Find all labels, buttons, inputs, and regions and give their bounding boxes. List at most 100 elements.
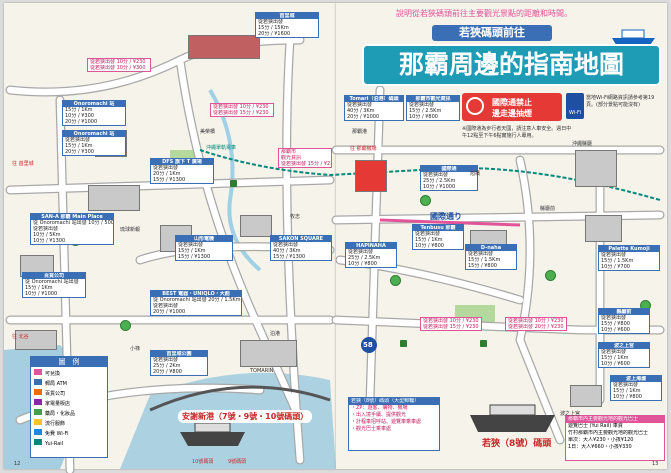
legend-item: 流行服飾 [34, 419, 104, 429]
label-to-chatan: 往 北谷 [12, 334, 29, 340]
legend-swatch [34, 399, 42, 405]
legend-swatch [34, 439, 42, 445]
bus-stop-icon [480, 340, 487, 347]
label-oroku: 小祿 [130, 346, 141, 352]
label-okinawa-pref: 沖繩縣廳 [572, 141, 593, 147]
legend-item: 可兌換 [34, 369, 104, 379]
fare-line: 單次：大人¥230・小孩¥120 [568, 437, 634, 443]
terminal-info-line: ・計程車招呼站、遊覽車乘車處 [351, 419, 422, 425]
no-smoking-line1: 國際通禁止 [492, 98, 532, 107]
terminal-building [355, 160, 387, 192]
no-smoking-icon [466, 97, 484, 115]
legend-swatch [34, 389, 42, 395]
label-wakasa-berth: 若狹（8號）碼頭 [482, 439, 552, 449]
label-berth9: 9號碼頭 [228, 459, 247, 465]
terminal-info-box: 若狹（8號）碼頭（大型郵輪） ・ZP：遊客、購物、機場 ・出入境手續、提供觀光 … [348, 397, 440, 451]
label-to-airport: 往 那霸機場 [350, 146, 377, 152]
terminal-info-line: ・觀光巴士乘車處 [351, 426, 392, 432]
bus-stop-icon [230, 180, 237, 187]
header-subtitle: 說明從若狹碼頭前往主要觀光景點的距離和時間。 [396, 9, 572, 18]
okinawa-pref-building [575, 150, 617, 187]
ship-icon-cabin [621, 29, 645, 39]
ship-cabin [194, 422, 231, 433]
ship [180, 432, 245, 446]
dfs-building [88, 185, 140, 211]
fare-line: 1日：大人¥660・小孩¥330 [568, 444, 632, 450]
fare-line: 遊覽巴士 (Yui Rail) 車資 [568, 423, 623, 429]
legend-item: 免費 Wi-Fi [34, 429, 104, 439]
label-ryukyu: 琉球新報 [120, 227, 141, 233]
label-kenchomae: 縣廳前 [540, 206, 556, 212]
legend-item: 郵局 ATM [34, 379, 104, 389]
page-number-right: 13 [652, 461, 659, 467]
legend-swatch [34, 409, 42, 415]
label-tomarin: TOMARIN [250, 368, 274, 374]
legend-item: 家電量販店 [34, 399, 104, 409]
label-miebashi: 美榮橋 [200, 129, 216, 135]
tomarin-building [240, 340, 297, 367]
label-yui-rail: 沖繩單軌電車 [206, 145, 237, 151]
label-berth10: 10號碼頭 [192, 459, 214, 465]
tree-icon [420, 195, 431, 206]
route58-shield [361, 337, 377, 353]
fare-box: 那霸市內主要觀光地的觀光巴士 遊覽巴士 (Yui Rail) 車資 竹村那霸市內… [565, 415, 665, 461]
tree-icon [120, 320, 131, 331]
legend-item: 藥局・化妝品 [34, 409, 104, 419]
label-asahibashi: 旭橋 [470, 171, 481, 177]
terminal-info-line: ・ZP：遊客、購物、機場 [351, 405, 408, 411]
ship-cabin [489, 404, 536, 416]
tree-icon [390, 275, 401, 286]
label-new-port: 安謝新港（7號・9號・10號碼頭） [178, 410, 313, 423]
kokusai-note: ※國際通為步行者天國，請注意人車安全。週日中午12點至下午6點實施行人專用。 [462, 126, 572, 139]
title-banner-small: 若狹碼頭前往 [432, 25, 552, 41]
page-number-left: 12 [14, 461, 21, 467]
legend-items: 可兌換 郵局 ATM 百貨公司 家電量販店 藥局・化妝品 流行服飾 免費 Wi-… [31, 367, 107, 451]
title-banner-big: 那霸周邊的指南地圖 [362, 44, 661, 86]
legend: 圖 例 可兌換 郵局 ATM 百貨公司 家電量販店 藥局・化妝品 流行服飾 免費… [30, 356, 108, 458]
bus-stop-icon [400, 340, 407, 347]
bridge [149, 385, 331, 412]
legend-swatch [34, 419, 42, 425]
dept-building [15, 330, 57, 350]
label-tomari: 泊港 [270, 331, 281, 337]
legend-swatch [34, 429, 42, 435]
tree-icon [545, 270, 556, 281]
shuri-castle-building [188, 35, 260, 59]
terminal-info-line: ・出入境手續、提供觀光 [351, 412, 407, 418]
fare-line: 竹村那霸市內主要觀光地的觀光巴士 [568, 430, 649, 436]
wifi-note: 當地Wi-Fi網路資訊請參考第19頁。(部分景點可能沒有) [586, 95, 655, 108]
no-smoking-line2: 邊走邊抽煙 [492, 109, 532, 118]
pink-box-3: 那霸市觀光資訊從若狹出發 15分 / ¥230 [278, 148, 332, 168]
square-building [240, 215, 272, 237]
label-makishi: 牧志 [290, 214, 301, 220]
label-naha-port: 那霸港 [352, 129, 368, 135]
kokusai-dori-line [379, 218, 521, 227]
legend-title: 圖 例 [31, 357, 107, 367]
info-box-best-denki: BEST 電器・UNIQLO・大創從 Onoromachi 站出發 20分 / … [150, 290, 242, 316]
label-naminoue: 波之上宮 [560, 411, 581, 417]
terminal-info-title: 若狹（8號）碼頭（大型郵輪） [349, 398, 439, 405]
fare-title: 那霸市內主要觀光地的觀光巴士 [566, 416, 664, 423]
label-route58: 58 [363, 341, 373, 349]
